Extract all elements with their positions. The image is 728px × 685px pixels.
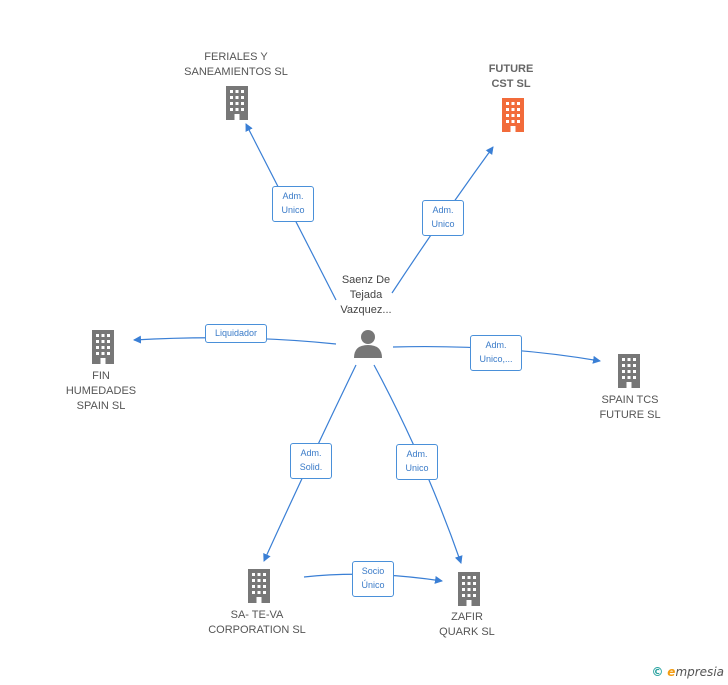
brand-initial: e [667,665,676,679]
company-name-spain-tcs[interactable]: SPAIN TCS FUTURE SL [599,394,661,421]
copyright-icon: © [651,665,664,679]
relation-label-future-cst[interactable]: Adm. Unico [422,200,464,236]
company-name-future-cst[interactable]: FUTURE CST SL [488,63,534,90]
building-icon[interactable] [245,569,273,603]
brand-credit[interactable]: © empresia [651,665,724,679]
building-icon[interactable] [89,330,117,364]
relation-label-sa-te-va-zafir[interactable]: Socio Único [352,561,394,597]
building-icon[interactable] [223,86,251,120]
building-icon-highlighted[interactable] [499,98,527,132]
relation-label-zafir[interactable]: Adm. Unico [396,444,438,480]
person-icon[interactable] [353,328,383,358]
relation-label-sa-te-va[interactable]: Adm. Solid. [290,443,332,479]
building-icon[interactable] [615,354,643,388]
company-name-zafir[interactable]: ZAFIR QUARK SL [439,611,495,638]
building-icon[interactable] [455,572,483,606]
relation-label-feriales[interactable]: Adm. Unico [272,186,314,222]
company-name-feriales[interactable]: FERIALES Y SANEAMIENTOS SL [184,51,288,78]
company-name-sa-te-va[interactable]: SA- TE-VA CORPORATION SL [208,609,306,636]
person-name[interactable]: Saenz De Tejada Vazquez... [340,274,392,316]
relation-label-fin-humedades[interactable]: Liquidador [205,324,267,343]
relation-label-spain-tcs[interactable]: Adm. Unico,... [470,335,522,371]
brand-name: mpresia [675,665,724,679]
company-name-fin-humedades[interactable]: FIN HUMEDADES SPAIN SL [65,370,137,412]
